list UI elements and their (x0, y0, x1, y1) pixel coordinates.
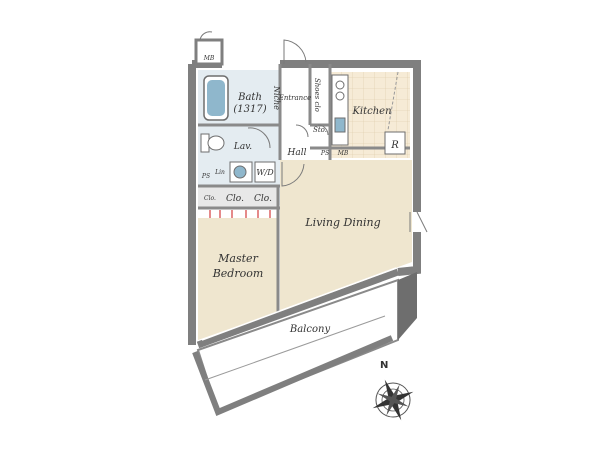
niche-label: Niche (272, 85, 281, 110)
balcony-pillar (398, 272, 417, 340)
bath-label: Bath (237, 92, 262, 103)
clo-2-label: Clo. (254, 194, 272, 204)
toilet (200, 133, 225, 153)
refrigerator-label: R (390, 140, 399, 151)
master-label: Master (217, 252, 258, 265)
wd-label: W/D (256, 168, 274, 177)
side-window (409, 211, 428, 233)
kitchen-counter (331, 74, 349, 146)
balcony (192, 272, 417, 416)
living-dining-label: Living Dining (304, 216, 380, 229)
floor-entrance (280, 70, 310, 160)
lin-label: Lin (214, 169, 225, 176)
floor-living-dining (280, 160, 412, 310)
doors (199, 31, 329, 187)
sto-label: Sto. (313, 126, 327, 134)
balcony-label: Balcony (289, 324, 331, 335)
lav-label: Lav. (233, 142, 252, 152)
compass-north-label: N (380, 360, 388, 371)
sash-window (196, 267, 400, 349)
clo-1-label: Clo. (226, 194, 244, 204)
closet-doors (209, 210, 271, 218)
compass-rose (372, 379, 414, 421)
ps-left-label: PS (201, 173, 210, 180)
bath-size-label: (1317) (233, 104, 266, 115)
mb-kitchen-label: MB (337, 150, 349, 157)
hall-label: Hall (287, 148, 307, 158)
refrigerator-box (384, 131, 406, 155)
ps-kitchen-label: PS (320, 150, 329, 157)
clo-small-label: Clo. (204, 195, 216, 202)
washer-dryer (254, 161, 276, 183)
entrance-label: Entrance (278, 94, 312, 102)
sink (229, 161, 253, 183)
bedroom-label: Bedroom (212, 267, 264, 280)
bathtub (203, 75, 229, 121)
floor-closets (198, 186, 278, 208)
floor-master-bedroom (198, 218, 278, 340)
interior-walls (198, 64, 410, 312)
kitchen-label: Kitchen (351, 106, 391, 117)
shoes-clo-label: Shoes clo (313, 78, 321, 112)
top-closet (194, 38, 224, 66)
mb-top-label: MB (203, 55, 215, 62)
